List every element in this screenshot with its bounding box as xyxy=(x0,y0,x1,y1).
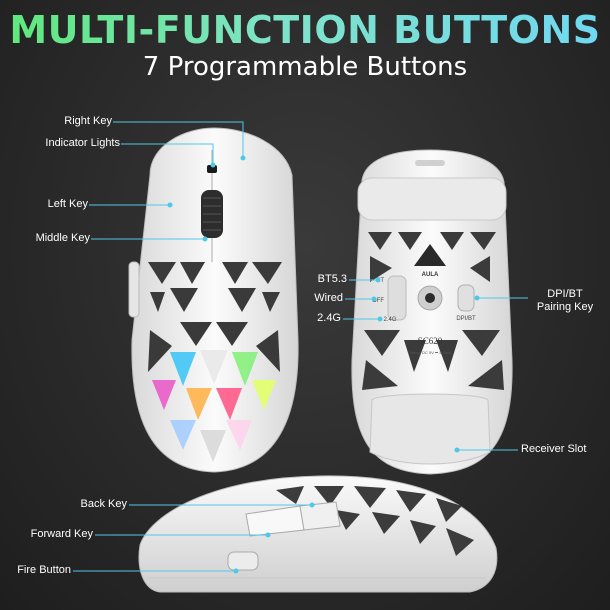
label-forward-key: Forward Key xyxy=(30,528,93,540)
page-subtitle: 7 Programmable Buttons xyxy=(142,52,468,82)
label-pairing-key: Pairing Key xyxy=(536,301,594,313)
label-right-key: Right Key xyxy=(64,115,112,127)
label-left-key: Left Key xyxy=(47,198,88,210)
label-fire-button: Fire Button xyxy=(17,564,71,576)
label-receiver-slot: Receiver Slot xyxy=(521,443,587,455)
callout-dots xyxy=(167,155,480,574)
label-indicator-lights: Indicator Lights xyxy=(45,137,120,149)
mouse-top-view xyxy=(128,127,299,473)
switch-bt-label: BT xyxy=(376,278,384,284)
fire-button-shape xyxy=(227,551,259,571)
label-24g: 2.4G xyxy=(317,312,341,324)
label-bt53: BT5.3 xyxy=(317,273,347,285)
dpi-bt-button xyxy=(457,284,475,312)
dpi-bt-underside-label: DPI/BT xyxy=(456,316,476,322)
label-back-key: Back Key xyxy=(80,498,127,510)
optical-sensor xyxy=(425,293,435,303)
rating-label: Rating: DC 5V ⎓ 300mA xyxy=(408,350,452,355)
switch-off-label: OFF xyxy=(372,298,384,304)
mouse-bottom-view: AULA BT OFF 2.4G DPI/BT SC620 Rating: DC… xyxy=(351,149,513,475)
mouse-side-view xyxy=(138,475,498,593)
label-middle-key: Middle Key xyxy=(35,232,90,244)
mode-switch xyxy=(387,275,407,321)
label-wired: Wired xyxy=(314,292,343,304)
brand-logo-text: AULA xyxy=(422,272,439,278)
forward-key-shape xyxy=(299,501,341,531)
model-label: SC620 xyxy=(418,336,443,346)
switch-24-label: 2.4G xyxy=(383,317,396,323)
callout-lines xyxy=(73,121,528,572)
page-title: MULTI-FUNCTION BUTTONS xyxy=(0,8,610,52)
receiver-slot xyxy=(369,393,491,465)
label-dpi-bt: DPI/BT xyxy=(547,288,583,300)
